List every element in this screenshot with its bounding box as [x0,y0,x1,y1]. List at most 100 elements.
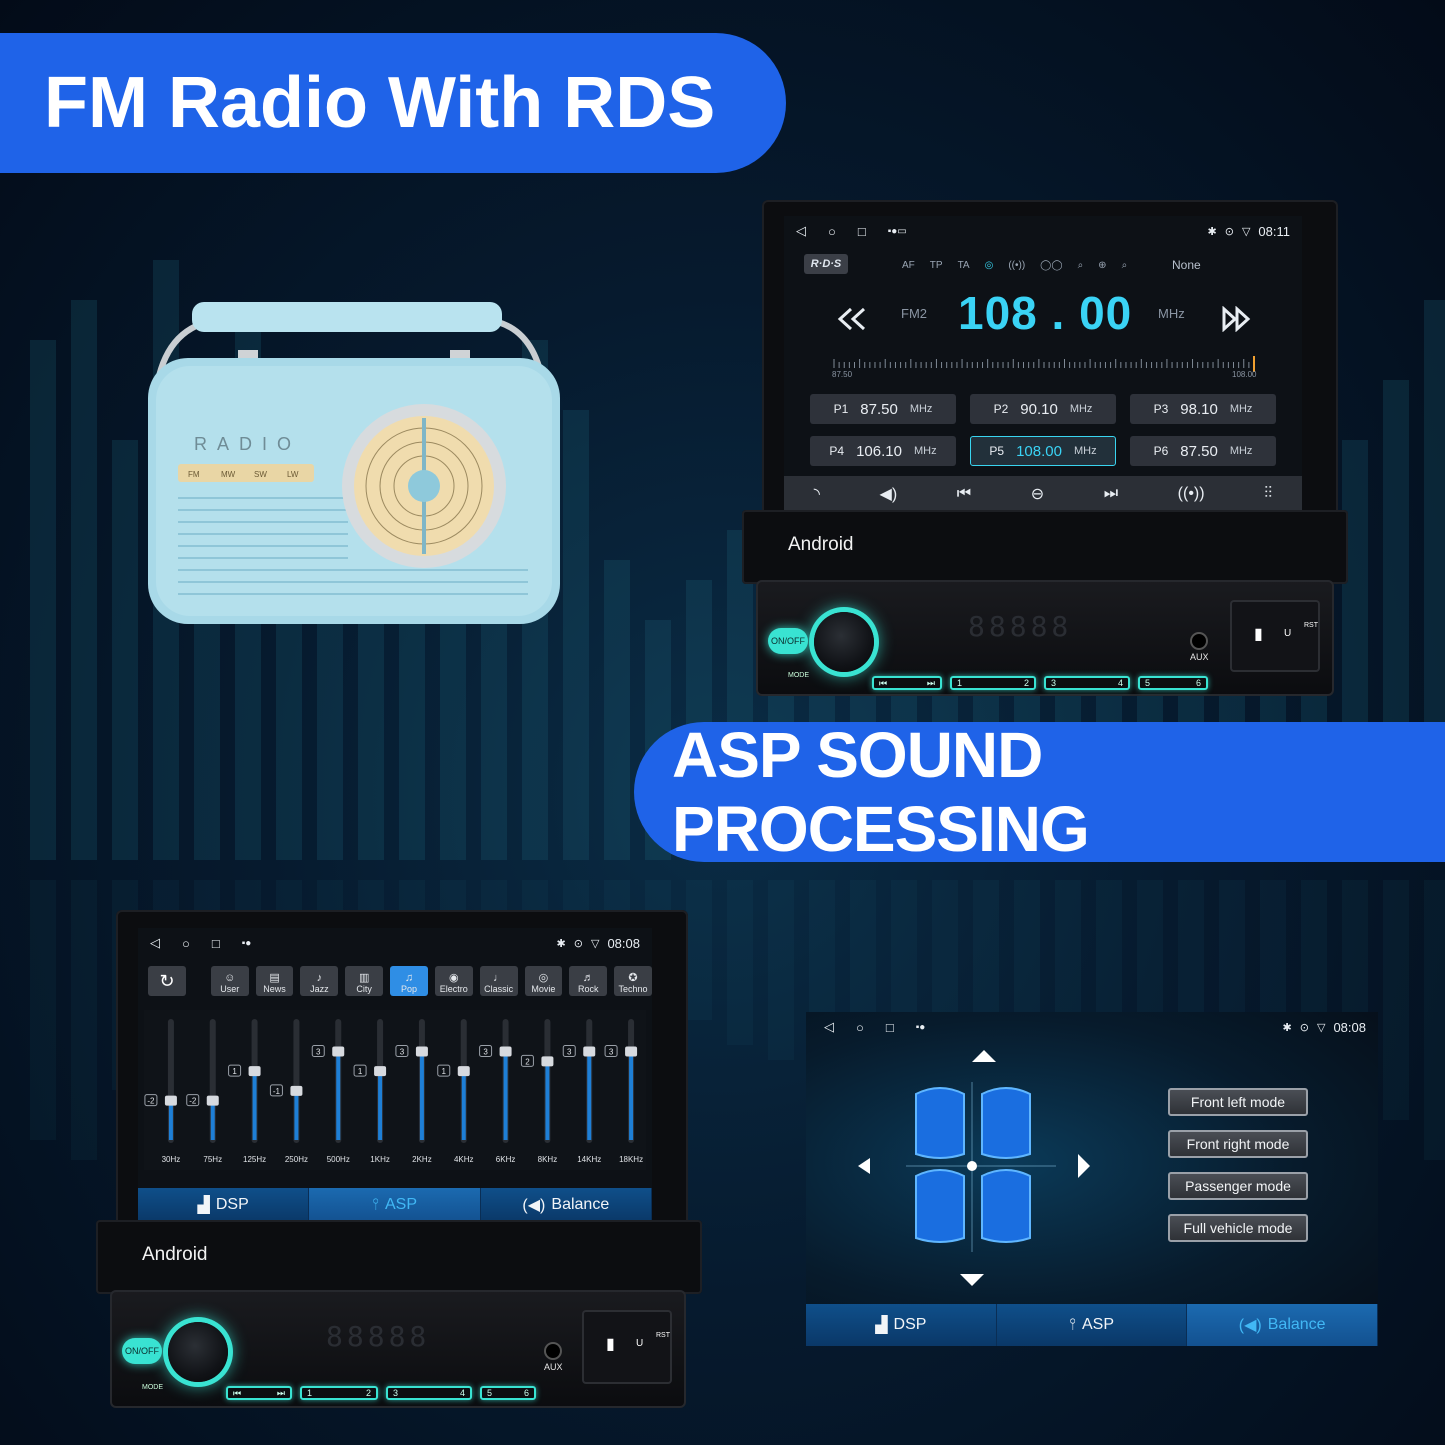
volume-icon[interactable]: ◀) [879,486,898,503]
tab-balance[interactable]: (◀)Balance [1187,1304,1378,1346]
rds-icon[interactable]: ◝ [813,486,820,503]
back-icon[interactable]: ◁ [824,1019,834,1034]
background-bar-reflection [71,880,97,1160]
eq-mode-electro[interactable]: ◉Electro [434,966,473,996]
aux-port[interactable]: AUX [544,1344,563,1372]
recents-icon[interactable]: □ [211,935,220,951]
passenger-mode-button[interactable]: Passenger mode [1168,1172,1308,1200]
eq-mode-pop[interactable]: ♫Pop [390,966,428,996]
eq-mode-rock[interactable]: ♬Rock [569,966,608,996]
rds-badge[interactable]: R·D·S [804,254,848,274]
usb-panel[interactable]: ▮ U RST [582,1310,672,1384]
eq-mode-icon: ♩ [493,972,505,984]
full-vehicle-mode-button[interactable]: Full vehicle mode [1168,1214,1308,1242]
tab-dsp[interactable]: ▟DSP [138,1188,310,1222]
broadcast-icon[interactable]: ((•)) [1177,485,1205,502]
tab-asp[interactable]: ⫯ASP [309,1188,481,1222]
preset-unit: MHz [1229,403,1253,415]
mode-label[interactable]: MODE [142,1384,163,1391]
power-button[interactable]: ON/OFF [768,628,808,654]
aux-port[interactable]: AUX [1190,634,1209,662]
back-icon[interactable]: ◁ [150,935,160,950]
eq-mode-jazz[interactable]: ♪Jazz [300,966,339,996]
mode-label[interactable]: MODE [788,672,809,679]
seek-back-icon[interactable] [836,306,868,332]
usb-label: U [636,1338,644,1349]
tab-dsp[interactable]: ▟DSP [806,1304,997,1346]
power-button[interactable]: ON/OFF [122,1338,162,1364]
home-icon[interactable]: ○ [182,935,190,951]
rds-af[interactable]: AF [902,260,915,271]
eq-slider-handle [415,1046,428,1057]
pty-icon[interactable]: ⌕ [1121,260,1128,271]
recents-icon[interactable]: □ [885,1019,894,1035]
eq-mode-classic[interactable]: ♩Classic [479,966,518,996]
back-icon[interactable]: ◁ [796,223,806,238]
equalizer-icon[interactable]: ⫶⫶ [1264,485,1273,502]
asp-icon: ⫯ [1069,1316,1076,1333]
scale-max: 108.00 [1232,370,1257,379]
usb-panel[interactable]: ▮ U RST [1230,600,1320,672]
tab-balance[interactable]: (◀)Balance [480,1188,652,1222]
eq-mode-icon: ♬ [582,972,594,984]
status-bar: ◁ ○ □ ▪●▭ ✱ ⊙ ▽ 08:11 [784,216,1302,246]
recents-icon[interactable]: □ [857,223,866,239]
eq-gain-value: -2 [147,1097,155,1106]
home-icon[interactable]: ○ [856,1019,864,1035]
front-left-mode-button[interactable]: Front left mode [1168,1088,1308,1116]
eq-mode-city[interactable]: ▥City [345,966,384,996]
front-right-mode-button[interactable]: Front right mode [1168,1130,1308,1158]
loc-icon[interactable]: ⊕ [1098,260,1107,271]
volume-knob[interactable] [814,612,874,672]
home-icon[interactable]: ○ [828,223,836,239]
eq-gain-value: 3 [609,1048,614,1057]
volume-knob[interactable] [168,1322,228,1382]
radio-band-lw: LW [287,470,299,479]
eq-band-label: 1KHz [370,1155,390,1164]
rds-ta[interactable]: TA [957,260,970,271]
rds-ct-icon[interactable]: ◎ [984,260,994,271]
wifi-icon: ▽ [1316,1021,1326,1034]
background-bar [563,410,589,860]
notification-icons: ▪● [241,937,252,949]
scan-icon[interactable]: ⊖ [1030,486,1045,503]
preset-frequency: 90.10 [1020,400,1058,418]
next-icon[interactable]: ⏭ [1103,485,1119,502]
reset-button[interactable]: ↻ [148,966,186,996]
seek-forward-icon[interactable] [1220,306,1252,332]
tuning-scale[interactable] [830,356,1260,372]
seek-buttons[interactable]: ⏮⏭ [226,1386,292,1400]
stereo-icon[interactable]: ◯◯ [1040,260,1063,271]
rds-tp[interactable]: TP [929,260,943,271]
search-icon[interactable]: ⌕ [1077,260,1084,271]
seat-front-left [915,1087,965,1159]
signal-icon[interactable]: ((•)) [1008,260,1026,271]
eq-mode-news[interactable]: ▤News [255,966,294,996]
eq-mode-icon: ✪ [628,972,638,984]
eq-mode-label: Classic [484,984,514,994]
eq-mode-user[interactable]: ☺User [210,966,249,996]
seek-buttons[interactable]: ⏮⏭ [872,676,942,690]
previous-icon[interactable]: ⏮ [956,485,972,502]
eq-mode-movie[interactable]: ◎Movie [524,966,563,996]
preset-id: P6 [1153,444,1169,458]
seat-balance-diagram[interactable] [846,1042,1146,1302]
tab-asp[interactable]: ⫯ASP [996,1304,1188,1346]
eq-mode-techno[interactable]: ✪Techno [614,966,652,996]
